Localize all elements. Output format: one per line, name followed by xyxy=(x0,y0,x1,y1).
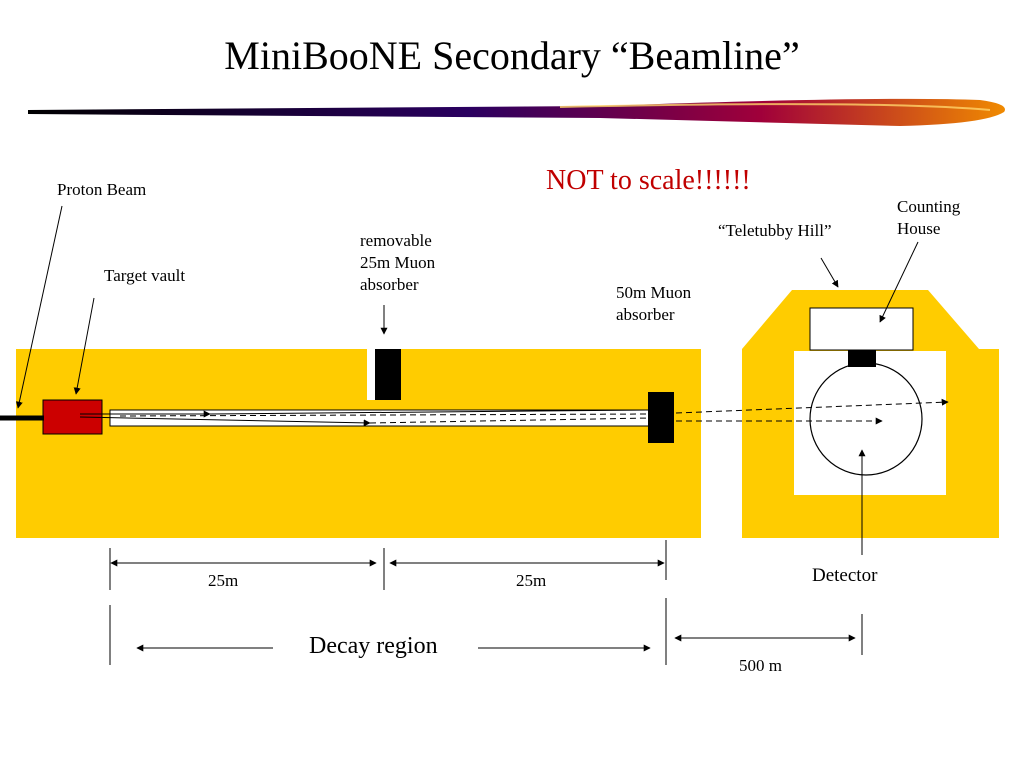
detector-hall xyxy=(794,351,946,495)
dimension-lines xyxy=(109,540,863,665)
distance-label: 500 m xyxy=(739,656,782,675)
not-to-scale-note: NOT to scale!!!!!! xyxy=(546,165,751,196)
absorber-50m-label: 50m Muon absorber xyxy=(616,283,692,325)
proton-beam-label: Proton Beam xyxy=(57,180,147,199)
absorber-50m xyxy=(648,392,674,443)
counting-house-label: Counting House xyxy=(897,197,961,239)
teletubby-hill-label: “Teletubby Hill” xyxy=(718,221,832,240)
title-divider xyxy=(28,98,1005,126)
detector-sphere xyxy=(809,362,923,476)
segment-1-label: 25m xyxy=(208,571,239,590)
segment-2-label: 25m xyxy=(516,571,547,590)
counting-house xyxy=(809,307,914,351)
removable-absorber xyxy=(375,349,401,400)
decay-region-label: Decay region xyxy=(309,633,438,659)
removable-absorber-label: removable 25m Muon absorber xyxy=(360,231,436,295)
pointer-arrows xyxy=(15,205,919,555)
particle-tracks xyxy=(79,398,949,427)
earth-berm xyxy=(16,349,701,538)
detector-label: Detector xyxy=(812,565,878,586)
page-title: MiniBooNE Secondary “Beamline” xyxy=(224,33,800,78)
target-vault-label: Target vault xyxy=(104,266,186,285)
